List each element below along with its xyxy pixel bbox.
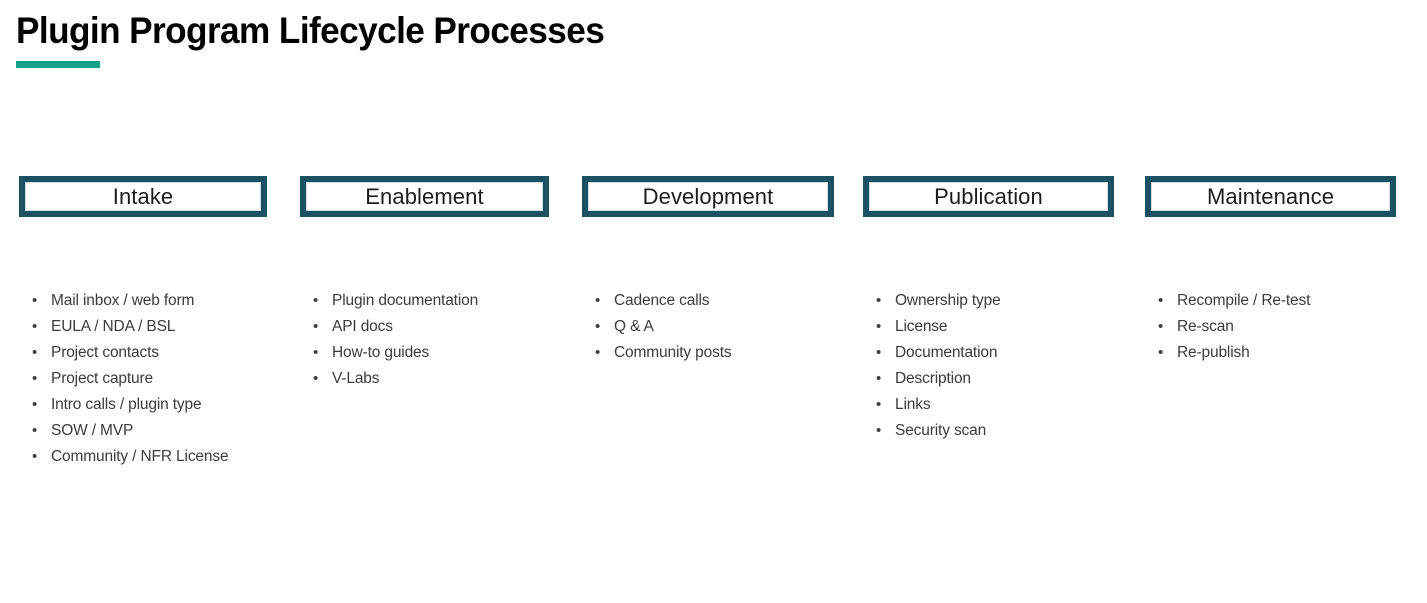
list-item: • Description bbox=[863, 366, 1114, 392]
list-item-label: Recompile / Re-test bbox=[1177, 292, 1311, 309]
list-item: • Q & A bbox=[582, 314, 834, 340]
list-item: • Ownership type bbox=[863, 288, 1114, 314]
title-accent-bar bbox=[16, 61, 100, 68]
list-item-label: Description bbox=[895, 370, 971, 387]
bullet-icon: • bbox=[1158, 292, 1164, 309]
list-item-label: Project capture bbox=[51, 370, 153, 387]
bullet-icon: • bbox=[32, 318, 38, 335]
list-item: • Intro calls / plugin type bbox=[19, 392, 267, 418]
phase-header-box-maintenance[interactable]: Maintenance bbox=[1145, 176, 1396, 217]
list-item: • SOW / MVP bbox=[19, 418, 267, 444]
phase-header-box-publication[interactable]: Publication bbox=[863, 176, 1114, 217]
bullet-icon: • bbox=[876, 396, 882, 413]
list-item-label: Ownership type bbox=[895, 292, 1001, 309]
list-item: • Documentation bbox=[863, 340, 1114, 366]
bullet-icon: • bbox=[32, 422, 38, 439]
list-item-label: EULA / NDA / BSL bbox=[51, 318, 176, 335]
list-item-label: Community / NFR License bbox=[51, 448, 229, 465]
bullet-icon: • bbox=[595, 344, 601, 361]
bullet-icon: • bbox=[313, 370, 319, 387]
list-item: • Project contacts bbox=[19, 340, 267, 366]
page-title: Plugin Program Lifecycle Processes bbox=[16, 10, 605, 51]
list-item: • Recompile / Re-test bbox=[1145, 288, 1396, 314]
list-item: • V-Labs bbox=[300, 366, 549, 392]
list-item-label: Re-publish bbox=[1177, 344, 1250, 361]
bullet-icon: • bbox=[876, 422, 882, 439]
phase-column-intake: Intake • Mail inbox / web form • EULA / NDA … bbox=[19, 176, 267, 470]
phase-header-label: Publication bbox=[934, 183, 1043, 209]
list-item: • Re-scan bbox=[1145, 314, 1396, 340]
list-item-label: License bbox=[895, 318, 948, 335]
phase-header-label: Enablement bbox=[365, 183, 484, 209]
title-block: Plugin Program Lifecycle Processes bbox=[16, 10, 635, 68]
lifecycle-phase-columns: Intake • Mail inbox / web form • EULA / NDA … bbox=[0, 176, 1427, 476]
list-item-label: Security scan bbox=[895, 422, 987, 439]
list-item-label: Intro calls / plugin type bbox=[51, 396, 202, 413]
bullet-icon: • bbox=[876, 370, 882, 387]
list-item: • EULA / NDA / BSL bbox=[19, 314, 267, 340]
bullet-icon: • bbox=[313, 344, 319, 361]
bullet-icon: • bbox=[876, 344, 882, 361]
bullet-icon: • bbox=[313, 318, 319, 335]
list-item: • Plugin documentation bbox=[300, 288, 549, 314]
list-item-label: Cadence calls bbox=[614, 292, 710, 309]
phase-item-list-enablement: • Plugin documentation • API docs • How-to gu… bbox=[300, 288, 549, 392]
phase-header-box-intake[interactable]: Intake bbox=[19, 176, 267, 217]
bullet-icon: • bbox=[595, 292, 601, 309]
bullet-icon: • bbox=[313, 292, 319, 309]
phase-column-maintenance: Maintenance•Recompile / Re-test•Re-scan•… bbox=[1145, 176, 1396, 366]
list-item: • Cadence calls bbox=[582, 288, 834, 314]
bullet-icon: • bbox=[1158, 318, 1164, 335]
list-item: • Project capture bbox=[19, 366, 267, 392]
list-item-label: Re-scan bbox=[1177, 318, 1234, 335]
list-item-label: V-Labs bbox=[332, 370, 380, 387]
phase-item-list-publication: • Ownership type • License • Documentation • De… bbox=[863, 288, 1114, 444]
phase-item-list-development: • Cadence calls • Q & A • Community posts bbox=[582, 288, 834, 366]
list-item-label: API docs bbox=[332, 318, 393, 335]
phase-column-development: Development • Cadence calls • Q & A • Communit… bbox=[582, 176, 834, 366]
list-item-label: SOW / MVP bbox=[51, 422, 134, 439]
bullet-icon: • bbox=[32, 344, 38, 361]
phase-column-enablement: Enablement • Plugin documentation • API docs… bbox=[300, 176, 549, 392]
bullet-icon: • bbox=[32, 292, 38, 309]
list-item-label: Links bbox=[895, 396, 931, 413]
list-item: • Mail inbox / web form bbox=[19, 288, 267, 314]
list-item-label: Q & A bbox=[614, 318, 654, 335]
bullet-icon: • bbox=[32, 396, 38, 413]
list-item: • Community / NFR License bbox=[19, 444, 267, 470]
bullet-icon: • bbox=[876, 292, 882, 309]
bullet-icon: • bbox=[32, 370, 38, 387]
list-item-label: Mail inbox / web form bbox=[51, 292, 195, 309]
phase-item-list-intake: •Mail inbox / web form•EULA / NDA / BSL•… bbox=[19, 288, 267, 470]
bullet-icon: • bbox=[876, 318, 882, 335]
phase-header-label: Development bbox=[642, 183, 774, 209]
list-item-label: Project contacts bbox=[51, 344, 159, 361]
list-item: • API docs bbox=[300, 314, 549, 340]
list-item-label: Documentation bbox=[895, 344, 998, 361]
list-item: • Links bbox=[863, 392, 1114, 418]
bullet-icon: • bbox=[595, 318, 601, 335]
bullet-icon: • bbox=[1158, 344, 1164, 361]
phase-header-box-enablement[interactable]: Enablement bbox=[300, 176, 549, 217]
list-item-label: Community posts bbox=[614, 344, 732, 361]
list-item-label: Plugin documentation bbox=[332, 292, 479, 309]
phase-header-label: Intake bbox=[112, 183, 174, 209]
list-item-label: How-to guides bbox=[332, 344, 430, 361]
list-item: • Re-publish bbox=[1145, 340, 1396, 366]
list-item: • License bbox=[863, 314, 1114, 340]
phase-header-box-development[interactable]: Development bbox=[582, 176, 834, 217]
phase-column-publication: Publication • Ownership type • License • Docum… bbox=[863, 176, 1114, 444]
phase-header-label: Maintenance bbox=[1206, 183, 1335, 209]
list-item: • How-to guides bbox=[300, 340, 549, 366]
list-item: • Community posts bbox=[582, 340, 834, 366]
list-item: • Security scan bbox=[863, 418, 1114, 444]
phase-item-list-maintenance: • Recompile / Re-test • Re-scan • Re-publish bbox=[1145, 288, 1396, 366]
bullet-icon: • bbox=[32, 448, 38, 465]
